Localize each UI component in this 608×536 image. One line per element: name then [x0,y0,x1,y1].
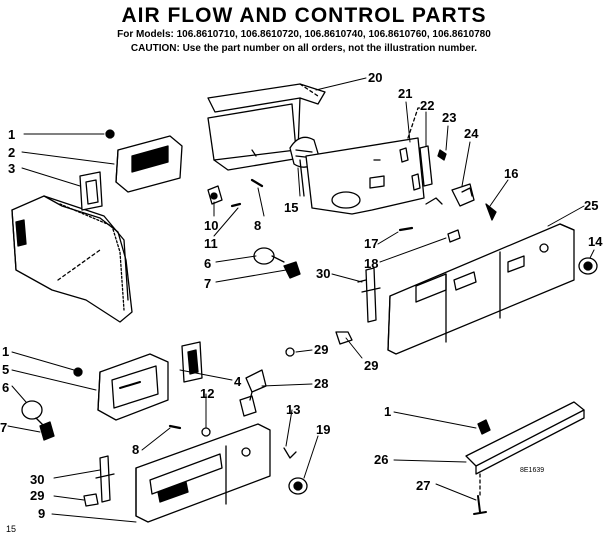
bulb-socket-lower [21,400,55,441]
callout: 11 [204,236,218,251]
callout: 6 [2,380,9,395]
caution-line: CAUTION: Use the part number on all orde… [130,43,478,54]
page-title: AIR FLOW AND CONTROL PARTS [121,4,487,27]
bracket-30-upper [357,267,381,323]
leader-lines [7,77,595,523]
callout: 23 [442,110,456,125]
switch-parts [419,145,497,221]
switch-body-2 [115,135,183,193]
callout: 1 [8,127,15,142]
callout: 8 [254,218,261,233]
callout: 24 [464,126,479,141]
callout: 9 [38,506,45,521]
callout: 3 [8,161,15,176]
callout: 14 [588,234,603,249]
callout: 7 [0,420,7,435]
bulb-socket-upper [253,247,301,279]
callout: 21 [398,86,412,101]
callout-labels: 1 2 3 20 21 22 23 24 16 25 14 15 8 10 11… [0,70,603,521]
callout: 22 [420,98,434,113]
callout: 18 [364,256,378,271]
callout: 17 [364,236,378,251]
callout: 6 [204,256,211,271]
callout: 4 [234,374,242,389]
callout: 7 [204,276,211,291]
callout: 28 [314,376,328,391]
parts-12-8-lower [168,424,211,437]
parts-17-18 [398,226,461,243]
callout: 19 [316,422,330,437]
callout: 5 [2,362,9,377]
control-bracket [305,107,425,215]
bracket-30-lower [95,455,115,503]
callout: 10 [204,218,218,233]
callout: 29 [314,342,328,357]
callout: 27 [416,478,430,493]
unit-housing [11,195,133,323]
frame-4 [181,341,203,383]
filter-frame-3 [79,171,103,211]
switch-body-5 [97,353,169,421]
callout: 25 [584,198,598,213]
callout: 2 [8,145,15,160]
callout: 12 [200,386,214,401]
callout: 15 [284,200,298,215]
corner-mark: 15 [6,524,16,534]
bar-26 [465,401,585,515]
callout: 30 [30,472,44,487]
control-panel-lower [135,423,271,523]
callout: 8 [132,442,139,457]
callout: 29 [30,488,44,503]
callout: 20 [368,70,382,85]
callout: 30 [316,266,330,281]
control-panel-upper [387,223,575,355]
diagram-code: 8E1639 [520,467,544,474]
callout: 13 [286,402,300,417]
callout: 16 [504,166,518,181]
callout: 29 [364,358,378,373]
knob-14 [578,257,598,275]
callout: 1 [2,344,9,359]
callout: 26 [374,452,388,467]
screw-1-lower [73,367,83,377]
callout: 1 [384,404,391,419]
screw-1 [105,129,115,139]
parts-10-11 [207,178,264,208]
models-line: For Models: 106.8610710, 106.8610720, 10… [117,29,491,40]
parts-13-19 [283,447,308,495]
bracket-28 [239,369,267,417]
part-29-lower [83,493,99,507]
